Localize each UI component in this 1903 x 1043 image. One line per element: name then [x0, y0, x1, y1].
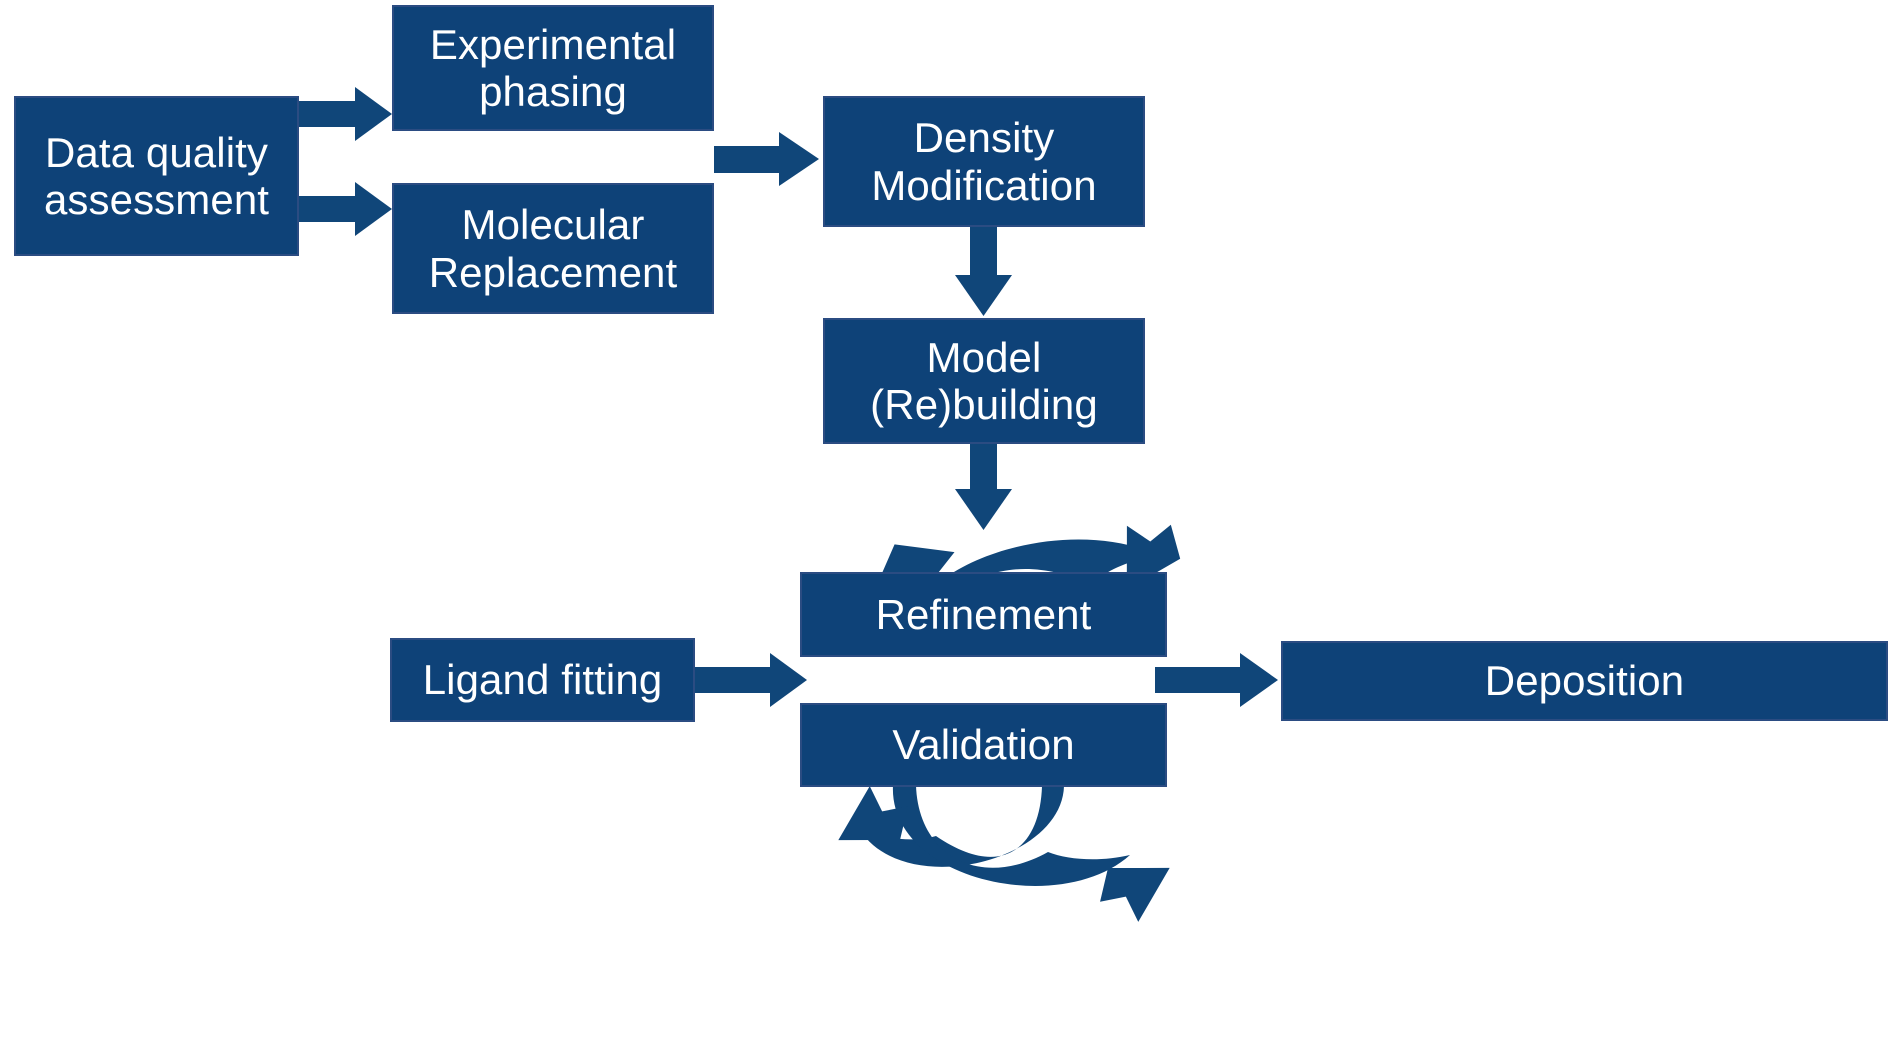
cycle-arc-bottom — [838, 785, 1170, 922]
arrow-model-to-cycle — [955, 444, 1012, 530]
node-molecular-replacement[interactable]: Molecular Replacement — [392, 183, 714, 314]
arrow-dq-to-molecular-replacement — [298, 182, 392, 236]
arrow-dq-to-experimental-phasing — [298, 87, 392, 141]
arrow-density-to-model — [955, 227, 1012, 316]
node-data-quality-assessment[interactable]: Data quality assessment — [14, 96, 299, 256]
node-deposition[interactable]: Deposition — [1281, 641, 1888, 721]
arrow-phasing-to-density-modification — [714, 132, 819, 186]
node-ligand-fitting[interactable]: Ligand fitting — [390, 638, 695, 722]
node-validation[interactable]: Validation — [800, 703, 1167, 787]
arrow-ligand-fitting-to-cycle — [694, 653, 807, 707]
node-density-modification[interactable]: Density Modification — [823, 96, 1145, 227]
arrow-cycle-to-deposition — [1155, 653, 1278, 707]
node-refinement[interactable]: Refinement — [800, 572, 1167, 657]
node-model-rebuilding[interactable]: Model (Re)building — [823, 318, 1145, 444]
node-experimental-phasing[interactable]: Experimental phasing — [392, 5, 714, 131]
